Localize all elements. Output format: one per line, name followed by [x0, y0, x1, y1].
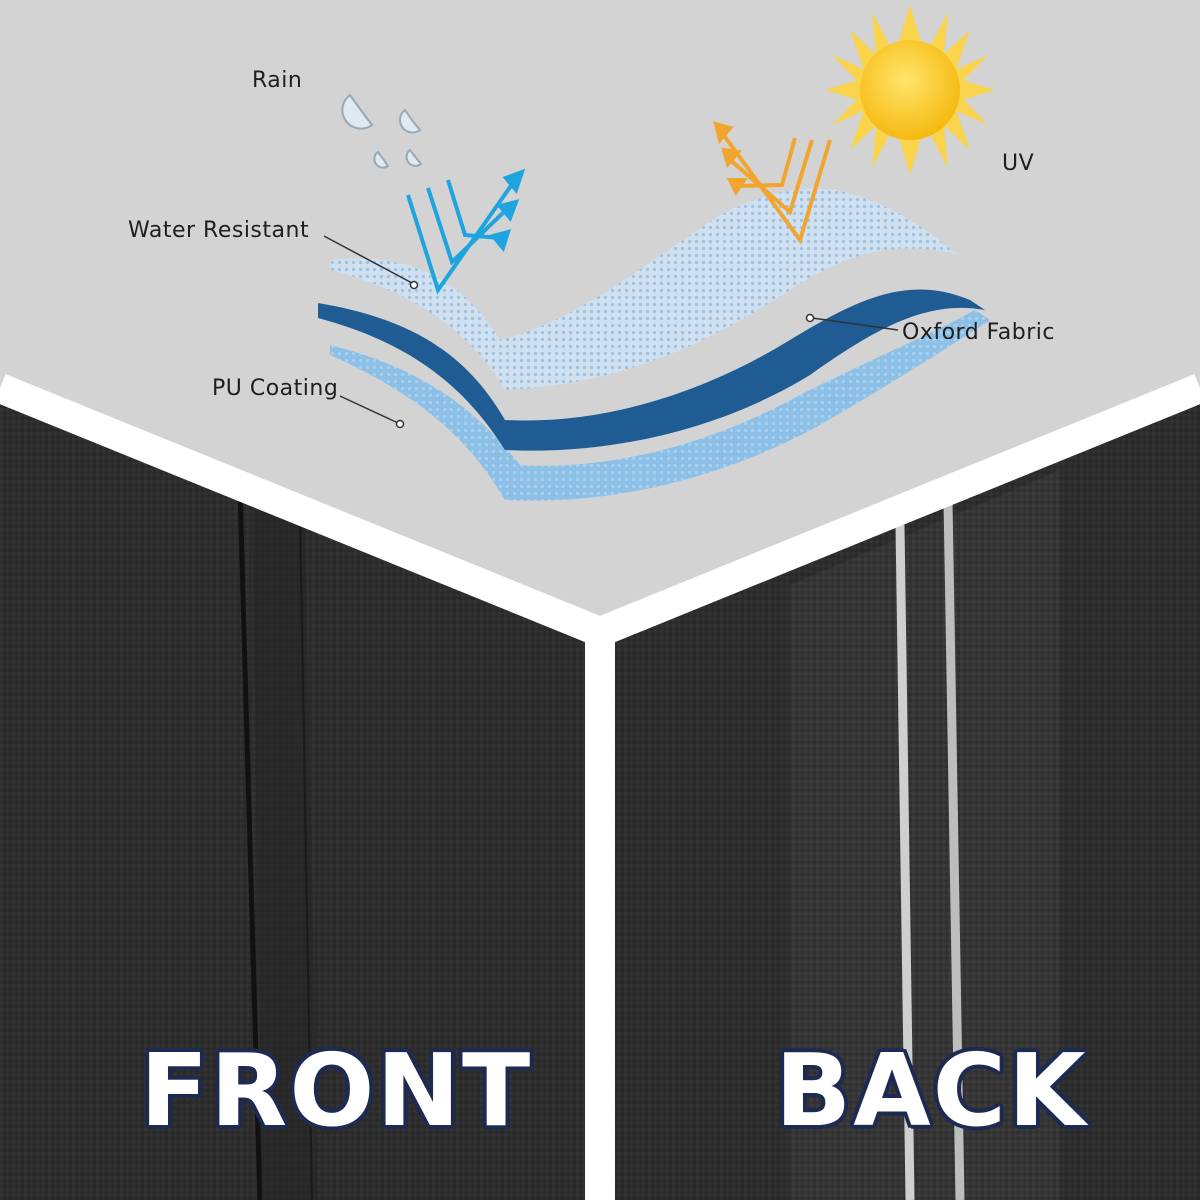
water-resistant-layer: [330, 188, 960, 390]
leader-lines: [323, 235, 899, 429]
front-fabric-panel: [0, 395, 585, 1200]
sun-icon: [825, 5, 995, 175]
layer-diagram: [318, 188, 990, 501]
front-panel-title: FRONT: [140, 1032, 533, 1149]
rain-drops-icon: [341, 93, 423, 169]
oxford-fabric-label: Oxford Fabric: [902, 320, 1055, 345]
pu-coating-layer: [330, 310, 990, 501]
uv-label: UV: [1002, 151, 1035, 176]
rain-label: Rain: [252, 68, 303, 93]
oxford-fabric-layer: [318, 289, 985, 451]
back-panel-title: BACK: [775, 1032, 1088, 1149]
pu-coating-label: PU Coating: [212, 376, 339, 401]
uv-arrows-icon: [713, 121, 832, 245]
water-resistant-label: Water Resistant: [128, 218, 310, 243]
reflect-arrows-icon: [406, 168, 526, 295]
back-fabric-panel: [615, 395, 1200, 1200]
